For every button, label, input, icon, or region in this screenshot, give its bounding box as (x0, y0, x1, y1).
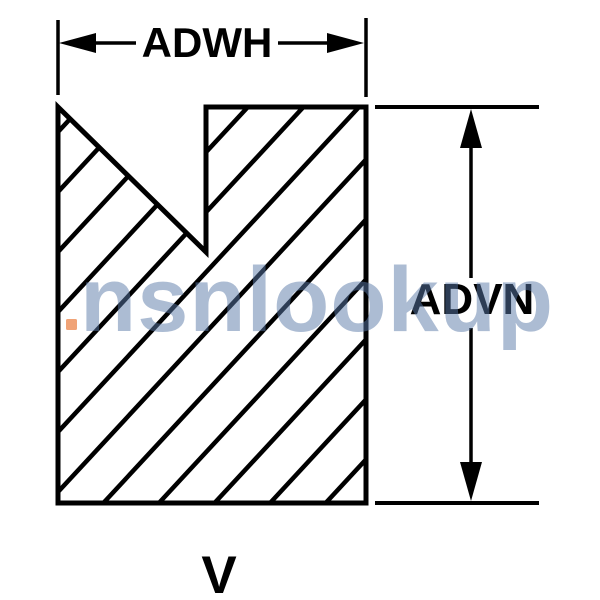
arrow-left-icon (59, 33, 96, 53)
width-dimension-label: ADWH (142, 19, 273, 66)
arrow-down-icon (460, 462, 482, 501)
arrow-right-icon (327, 33, 364, 53)
profile-shape (55, 101, 369, 506)
profile-outline (55, 101, 369, 506)
watermark-dot-icon (66, 319, 77, 330)
height-dimension-label: ADVN (410, 275, 535, 324)
arrow-up-icon (460, 109, 482, 148)
profile-letter-label: V (201, 546, 236, 600)
watermark-text: nsnlookup (80, 249, 554, 351)
height-dimension (375, 105, 539, 505)
watermark: nsnlookup (66, 249, 554, 351)
width-dimension (56, 18, 368, 97)
